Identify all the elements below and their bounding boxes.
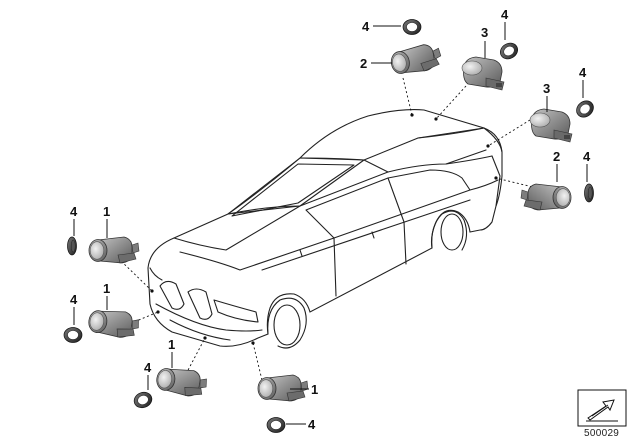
callout-label: 4: [70, 204, 78, 219]
ring-right-upper: [572, 97, 598, 121]
catalog-arrow-icon: [577, 389, 627, 427]
sensor-left-lower: [86, 306, 141, 341]
vehicle-outline: [147, 109, 503, 349]
callout-label: 4: [70, 292, 78, 307]
ring-left-lower: [63, 327, 83, 343]
sensor-bottom-left: [154, 364, 209, 400]
ring-right-lower: [584, 183, 594, 203]
callout-label: 3: [481, 25, 488, 40]
callout-label: 1: [103, 204, 110, 219]
ring-bottom-center: [266, 417, 286, 433]
callout-labels: 4 2 3 4 3 4 2 4 4 1 4 1 1 4 1 4: [70, 7, 591, 432]
callout-label: 4: [579, 65, 587, 80]
callout-lines: [73, 22, 588, 425]
ring-top-center: [402, 19, 422, 35]
callout-label: 4: [583, 149, 591, 164]
callout-label: 4: [144, 360, 152, 375]
callout-label: 3: [543, 81, 550, 96]
sensor-top-center: [388, 41, 444, 77]
callout-label: 1: [311, 382, 318, 397]
callout-label: 2: [360, 56, 367, 71]
ring-left-upper: [67, 236, 77, 256]
sensor-right-lower: [520, 183, 572, 211]
callout-label: 1: [103, 281, 110, 296]
callout-label: 1: [168, 337, 175, 352]
sensor-top-right: [461, 56, 505, 91]
sensor-right-upper: [529, 108, 573, 143]
callout-label: 4: [362, 19, 370, 34]
ring-top-right: [497, 39, 521, 63]
sensor-left-upper: [88, 236, 140, 264]
reference-number: 500029: [584, 428, 620, 439]
mounting-leaders: [117, 77, 546, 381]
callout-label: 2: [553, 149, 560, 164]
callout-label: 4: [501, 7, 509, 22]
sensor-bottom-center: [257, 374, 309, 402]
ring-bottom-left: [131, 389, 155, 411]
callout-label: 4: [308, 417, 316, 432]
